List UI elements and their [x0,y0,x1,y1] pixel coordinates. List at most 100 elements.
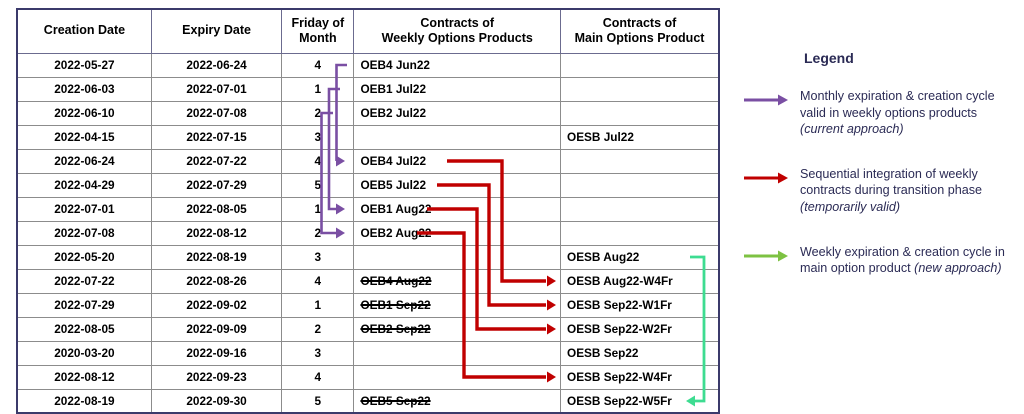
cell-creation-date: 2022-05-20 [17,244,152,270]
schedule-table-container: Creation Date Expiry Date Friday of Mont… [16,8,720,414]
legend-item-label: Sequential integration of weekly contrac… [800,166,1014,216]
cell-weekly-contract: OEB2 Aug22 [353,220,562,246]
table-header-row: Creation Date Expiry Date Friday of Mont… [17,9,719,54]
legend-title: Legend [804,50,854,66]
legend-item-label-main: Weekly expiration & creation cycle in ma… [800,244,1005,276]
legend-items: Monthly expiration & creation cycle vali… [744,88,1014,277]
cell-expiry-date-text: 2022-09-23 [186,370,247,384]
cell-creation-date: 2022-07-29 [17,292,152,318]
cell-expiry-date-text: 2022-09-02 [186,298,247,312]
cell-weekly-contract: OEB4 Jun22 [353,52,562,78]
cell-main-contract: OESB Sep22-W1Fr [560,292,719,318]
legend-item-label-note: (new approach) [914,261,1002,276]
cell-creation-date-text: 2022-05-20 [54,250,115,264]
cell-expiry-date: 2022-09-02 [150,292,283,318]
cell-main-contract [560,196,719,222]
cell-creation-date: 2022-08-05 [17,316,152,342]
cell-expiry-date: 2022-07-15 [150,124,283,150]
cell-expiry-date: 2022-09-30 [150,388,283,413]
cell-friday-of-month-text: 2 [314,106,322,120]
cell-main-contract [560,76,719,102]
cell-creation-date: 2022-06-10 [17,100,152,126]
legend-item-label: Monthly expiration & creation cycle vali… [800,88,1014,138]
cell-main-contract-text: OESB Aug22 [567,250,640,264]
cell-creation-date: 2022-07-22 [17,268,152,294]
cell-friday-of-month: 3 [281,340,355,366]
cell-friday-of-month: 5 [281,172,355,198]
cell-friday-of-month-text: 5 [314,393,322,408]
cell-expiry-date: 2022-07-22 [150,148,283,174]
cell-main-contract [560,220,719,246]
cell-weekly-contract: OEB2 Jul22 [353,100,562,126]
cell-weekly-contract [353,124,562,150]
cell-friday-of-month-text: 2 [314,226,322,240]
column-header-main-options: Contracts of Main Options Product [560,9,719,54]
cell-creation-date: 2022-04-29 [17,172,152,198]
cell-expiry-date-text: 2022-08-12 [186,226,247,240]
cell-expiry-date-text: 2022-08-26 [186,274,247,288]
cell-friday-of-month-text: 3 [314,250,322,264]
cell-weekly-contract: OEB5 Jul22 [353,172,562,198]
cell-creation-date-text: 2022-08-12 [54,370,115,384]
cell-expiry-date-text: 2022-09-30 [186,393,247,408]
legend-item-label-main: Monthly expiration & creation cycle vali… [800,89,995,120]
cell-main-contract: OESB Aug22-W4Fr [560,268,719,294]
legend-item: Weekly expiration & creation cycle in ma… [744,244,1014,277]
cell-weekly-contract: OEB4 Jul22 [353,148,562,174]
cell-friday-of-month: 2 [281,100,355,126]
cell-main-contract: OESB Sep22-W4Fr [560,364,719,390]
cell-expiry-date: 2022-07-29 [150,172,283,198]
cell-expiry-date-text: 2022-07-22 [186,154,247,168]
cell-weekly-contract-text: OEB4 Jul22 [360,154,427,168]
cell-weekly-contract-text: OEB5 Jul22 [360,178,427,192]
cell-creation-date-text: 2022-06-10 [54,106,115,120]
cell-friday-of-month: 4 [281,148,355,174]
cell-main-contract [560,148,719,174]
cell-weekly-contract: OEB4 Aug22 [353,268,562,294]
cell-friday-of-month-text: 5 [314,178,322,192]
cell-main-contract: OESB Aug22 [560,244,719,270]
cell-friday-of-month: 2 [281,316,355,342]
cell-weekly-contract-text: OEB2 Jul22 [360,106,427,120]
cell-main-contract-text: OESB Sep22-W4Fr [567,370,672,384]
cell-friday-of-month: 2 [281,220,355,246]
cell-main-contract: OESB Jul22 [560,124,719,150]
cell-weekly-contract: OEB1 Sep22 [353,292,562,318]
cell-weekly-contract [353,364,562,390]
cell-main-contract: OESB Sep22 [560,340,719,366]
column-header-friday-of-month: Friday of Month [281,9,355,54]
cell-creation-date: 2022-07-01 [17,196,152,222]
cell-expiry-date: 2022-08-12 [150,220,283,246]
cell-main-contract-text: OESB Aug22-W4Fr [567,274,673,288]
legend: Legend Monthly expiration & creation cyc… [744,50,1014,305]
cell-weekly-contract-text: OEB1 Aug22 [360,202,432,216]
cell-friday-of-month-text: 2 [314,322,322,336]
cell-friday-of-month: 3 [281,124,355,150]
cell-expiry-date-text: 2022-06-24 [186,58,247,72]
cell-main-contract-text: OESB Sep22 [567,346,639,360]
cell-main-contract-text: OESB Sep22-W1Fr [567,298,672,312]
cell-creation-date: 2022-06-03 [17,76,152,102]
cell-creation-date-text: 2022-07-22 [54,274,115,288]
cell-creation-date: 2020-03-20 [17,340,152,366]
cell-friday-of-month: 4 [281,268,355,294]
cell-weekly-contract: OEB1 Aug22 [353,196,562,222]
legend-item-label-note: (current approach) [800,122,904,137]
cell-friday-of-month-text: 1 [314,202,322,216]
cell-creation-date-text: 2022-08-19 [54,393,115,408]
cell-creation-date-text: 2022-07-29 [54,298,115,312]
cell-friday-of-month: 4 [281,52,355,78]
cell-weekly-contract-text: OEB2 Aug22 [360,226,432,240]
legend-item: Sequential integration of weekly contrac… [744,166,1014,216]
cell-weekly-contract: OEB1 Jul22 [353,76,562,102]
cell-main-contract-text: OESB Sep22-W2Fr [567,322,672,336]
